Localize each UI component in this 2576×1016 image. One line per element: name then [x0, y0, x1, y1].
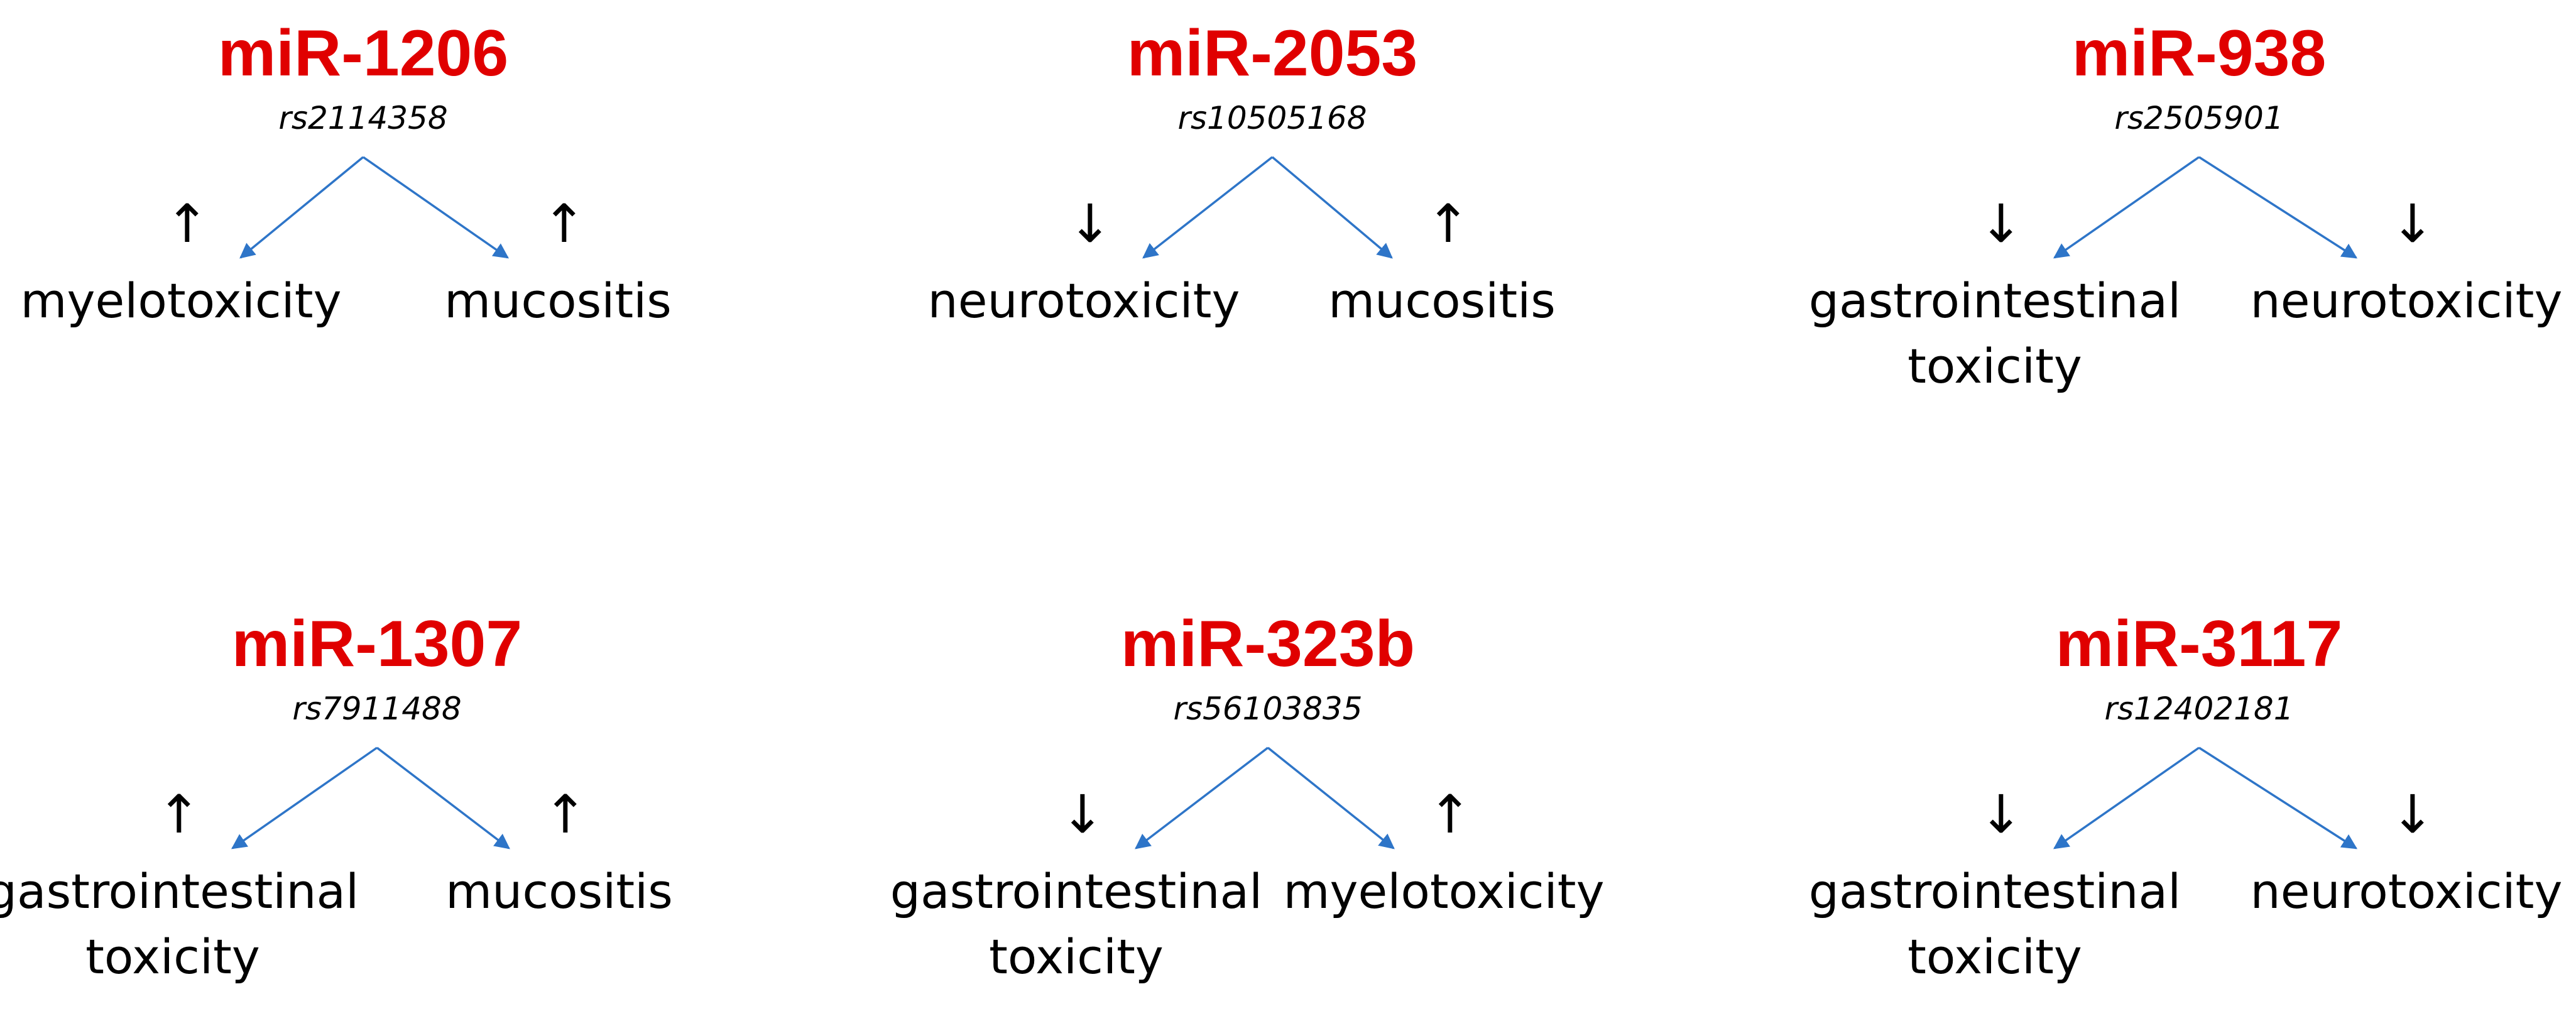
outcome-label-left: gastrointestinal: [0, 863, 359, 919]
mirna-title: miR-1307: [232, 608, 522, 680]
mirna-title: miR-2053: [1127, 17, 1417, 90]
down-arrow-icon: ↓: [1979, 193, 2023, 254]
branch-arrow-left: [231, 746, 378, 849]
snp-id: rs10505168: [1177, 100, 1367, 136]
up-arrow-icon: ↑: [1426, 193, 1470, 254]
outcome-label-left: gastrointestinal: [1809, 863, 2181, 919]
down-arrow-icon: ↓: [1061, 784, 1105, 845]
outcome-label-right: mucositis: [445, 863, 673, 919]
branch-arrow-right: [376, 746, 510, 849]
outcome-label-right: neurotoxicity: [2251, 863, 2563, 919]
up-arrow-icon: ↑: [165, 193, 209, 254]
snp-id: rs56103835: [1173, 691, 1362, 727]
panel-mir-323b: miR-323b rs56103835 ↓ ↑ gastrointestinal toxi…: [890, 608, 1605, 985]
panel-mir-2053: miR-2053 rs10505168 ↓ ↑ neurotoxicity mucosit…: [928, 17, 1556, 329]
outcome-label-left: neurotoxicity: [928, 273, 1240, 329]
snp-id: rs2114358: [278, 100, 447, 136]
outcome-label-right: mucositis: [444, 273, 672, 329]
up-arrow-icon: ↑: [543, 784, 587, 845]
outcome-label-left: gastrointestinal: [1809, 273, 2181, 329]
up-arrow-icon: ↑: [542, 193, 586, 254]
up-arrow-icon: ↑: [1428, 784, 1472, 845]
down-arrow-icon: ↓: [1068, 193, 1112, 254]
panel-mir-938: miR-938 rs2505901 ↓ ↓ gastrointestinal toxici…: [1809, 17, 2563, 394]
branch-arrow-right: [2198, 746, 2358, 849]
snp-id: rs7911488: [292, 691, 461, 727]
branch-arrow-right: [1271, 156, 1393, 259]
outcome-label-right: neurotoxicity: [2251, 273, 2563, 329]
mirna-title: miR-3117: [2056, 608, 2343, 680]
mirna-title: miR-1206: [218, 17, 508, 90]
branch-arrow-left: [2053, 746, 2200, 849]
branch-arrow-right: [1267, 746, 1395, 849]
up-arrow-icon: ↑: [157, 784, 201, 845]
panel-mir-1307: miR-1307 rs7911488 ↑ ↑ gastrointestinal toxic…: [0, 608, 673, 985]
panel-mir-3117: miR-3117 rs12402181 ↓ ↓ gastrointestinal toxi…: [1809, 608, 2563, 985]
branch-arrow-left: [2053, 156, 2200, 259]
outcome-label-left: toxicity: [1907, 338, 2082, 394]
outcome-label-right: mucositis: [1328, 273, 1556, 329]
branch-arrow-left: [1135, 746, 1269, 849]
outcome-label-left: toxicity: [989, 929, 1164, 985]
mirna-title: miR-938: [2072, 17, 2327, 90]
down-arrow-icon: ↓: [2391, 193, 2435, 254]
snp-id: rs2505901: [2114, 100, 2283, 136]
snp-id: rs12402181: [2104, 691, 2293, 727]
branch-arrow-left: [239, 156, 364, 259]
outcome-label-left: myelotoxicity: [20, 273, 341, 329]
mirna-title: miR-323b: [1121, 608, 1415, 680]
branch-arrow-right: [363, 156, 510, 259]
branch-arrow-left: [1142, 156, 1274, 259]
down-arrow-icon: ↓: [2391, 784, 2435, 845]
panel-mir-1206: miR-1206 rs2114358 ↑ ↑ myelotoxicity mucositi…: [20, 17, 671, 329]
branch-arrow-right: [2198, 156, 2358, 259]
outcome-label-left: gastrointestinal: [890, 863, 1263, 919]
down-arrow-icon: ↓: [1979, 784, 2023, 845]
outcome-label-right: myelotoxicity: [1283, 863, 1604, 919]
outcome-label-left: toxicity: [85, 929, 260, 985]
outcome-label-left: toxicity: [1907, 929, 2082, 985]
